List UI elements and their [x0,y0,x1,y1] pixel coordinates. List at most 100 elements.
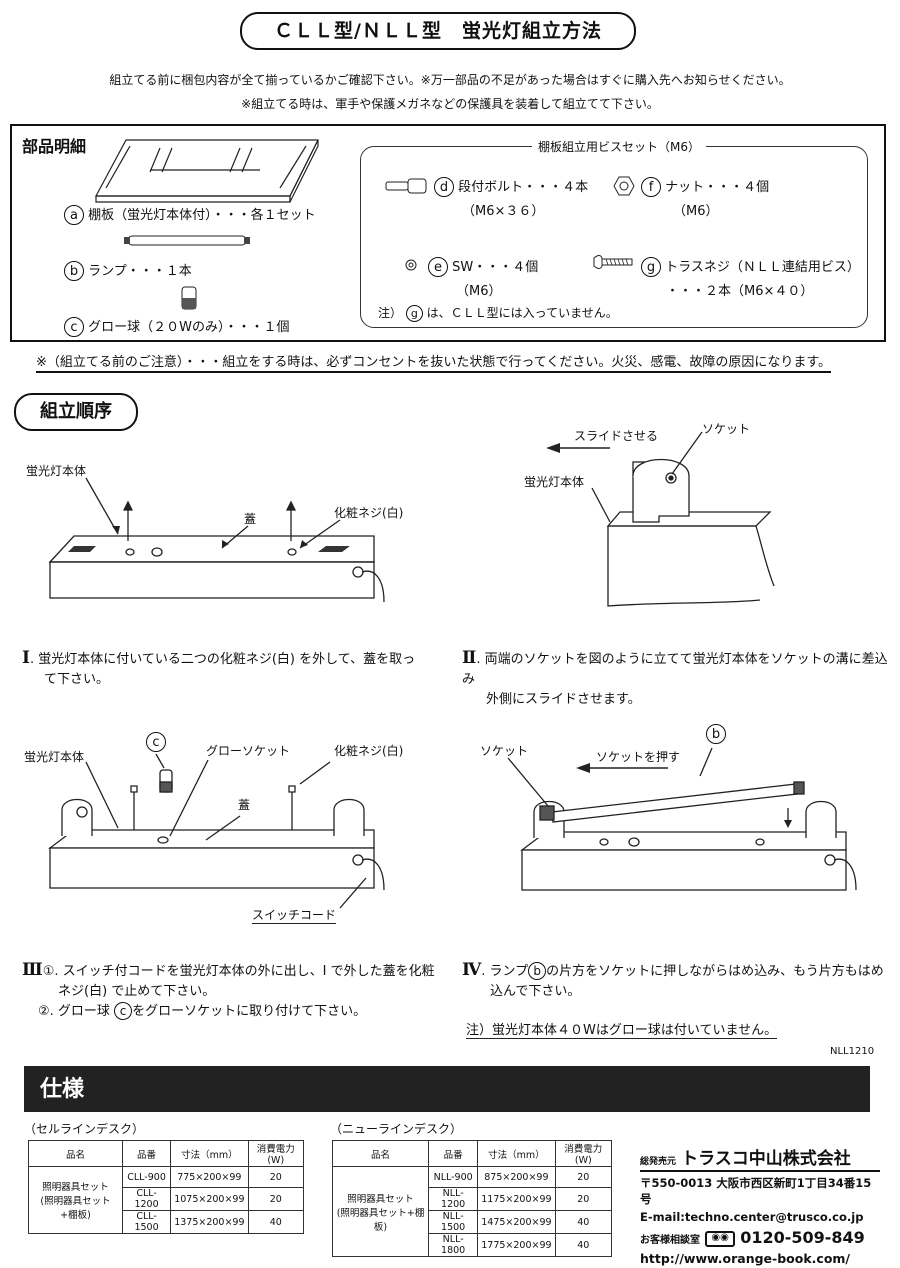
part-e-mark: e [428,257,448,277]
step-4-line-2: 込んで下さい。 [490,984,581,999]
note-prefix: 注） [378,306,403,320]
fig4-arrow [576,763,590,773]
fig4-socket-label: ソケット [480,744,529,758]
figure-2 [560,431,775,607]
intro-text-1: 組立てる前に梱包内容が全て揃っているかご確認下さい。※万一部品の不足があった場合… [109,73,791,87]
cell: CLL-1500 [121,1210,172,1234]
intro-text-2: ※組立てる時は、軍手や保護メガネなどの保護具を装着して組立てて下さい。 [241,97,659,111]
part-d-mark: d [434,177,454,197]
fig3-cover-label: 蓋 [238,798,251,812]
cll-name-line-2: (照明器具セット+棚板) [40,1196,111,1221]
step-3-line-3: ②. グロー球 [38,1004,110,1019]
cll-caption: （セルラインデスク） [24,1122,145,1136]
part-a-text: 棚板（蛍光灯本体付）・・・各１セット [88,208,316,223]
fig2-socket-label: ソケット [702,422,751,436]
fig3-c-mark: c [146,732,166,752]
cell: 20 [554,1187,613,1211]
fig4-arrow-2 [784,820,792,828]
step-2-line-2: 外側にスライドさせます。 [486,692,641,707]
col-power: 消費電力(W) [554,1140,613,1167]
website-url[interactable]: http://www.orange-book.com/ [640,1251,850,1266]
col-name: 品名 [331,1140,430,1167]
part-e: e SW・・・４個 [428,256,538,277]
fig2-slide-label: スライドさせる [574,429,659,443]
fig3-cord-label: スイッチコード [252,908,337,924]
cell: 1075×200×99 [170,1187,249,1211]
nll-spec-table: 品名 品番 寸法（mm） 消費電力(W) 照明器具セット(照明器具セット+棚板)… [331,1140,613,1257]
table-header-row: 品名 品番 寸法（mm） 消費電力(W) [331,1140,613,1167]
part-d-text: 段付ボルト・・・４本 [458,180,589,195]
parts-heading: 部品明細 [22,137,87,156]
fig3-glow-label: グローソケット [206,744,291,758]
col-size: 寸法（mm） [170,1140,249,1167]
washer-illustration [405,259,417,271]
note-text: は、ＣＬＬ型には入っていません。 [426,306,618,320]
spec-bar [24,1066,870,1112]
company-name: トラスコ中山株式会社 [681,1149,851,1169]
part-f-sub: （M6） [673,204,719,219]
cll-name-line-1: 照明器具セット [42,1182,109,1193]
figure-1 [48,477,385,603]
company-email[interactable]: E-mail:techno.center@trusco.co.jp [640,1210,864,1224]
part-g: g トラスネジ（ＮＬＬ連結用ビス） [641,256,860,277]
cell: 20 [247,1187,305,1211]
note-mark: g [405,305,423,322]
company-block: 総発売元 トラスコ中山株式会社 〒550-0013 大阪市西区新町1丁目34番1… [640,1144,880,1266]
step-4-number: Ⅳ [462,960,482,980]
cell: 40 [247,1210,305,1234]
step-2: Ⅱ. 両端のソケットを図のように立てて蛍光灯本体をソケットの溝に差込み 外側にス… [462,648,892,710]
cll-spec-table: 品名 品番 寸法（mm） 消費電力(W) 照明器具セット (照明器具セット+棚板)… [28,1140,305,1234]
cell: 875×200×99 [477,1166,556,1188]
fig2-arrow [546,443,560,453]
step-2-number: Ⅱ [462,648,477,668]
table-row: CLL-1500 1375×200×99 40 [29,1210,305,1234]
step-1-line-1: . 蛍光灯本体に付いている二つの化粧ネジ(白) を外して、蓋を取っ [29,652,416,667]
shelf-illustration [94,139,319,203]
phone-label: お客様相談室 [640,1235,700,1246]
cell: NLL-1500 [428,1210,479,1234]
part-c-mark: c [64,317,84,337]
step-3-line-2: ネジ(白) で止めて下さい。 [58,984,216,999]
col-power: 消費電力(W) [247,1140,305,1167]
step-3-number: Ⅲ [22,960,43,980]
nll-caption: （ニューラインデスク） [330,1122,463,1136]
part-d-sub: （M6×３６） [462,204,545,219]
step-1: Ⅰ. 蛍光灯本体に付いている二つの化粧ネジ(白) を外して、蓋を取っ て下さい。 [22,648,442,690]
step-4-line-1b: の片方をソケットに押しながらはめ込み、もう片方もはめ [546,964,884,979]
col-code: 品番 [428,1140,479,1167]
fig3-screw-label: 化粧ネジ(白) [334,744,404,758]
steps-note: 注）蛍光灯本体４０Wはグロー球は付いていません。 [466,1019,778,1039]
figure-4 [507,747,857,891]
fig1-arrow-3 [300,540,308,548]
part-c: c グロー球（２０Wのみ）・・・１個 [64,316,290,337]
part-b-text: ランプ・・・１本 [88,264,192,279]
table-header-row: 品名 品番 寸法（mm） 消費電力(W) [28,1140,305,1167]
table-row: NLL-1800 1775×200×99 40 [333,1233,613,1257]
col-size: 寸法（mm） [477,1140,556,1167]
fig4-b-mark: b [706,724,726,744]
table-row: NLL-1500 1475×200×99 40 [333,1210,613,1234]
part-g-text: トラスネジ（ＮＬＬ連結用ビス） [665,260,860,275]
fig1-screw-label: 化粧ネジ(白) [334,506,404,520]
cell: 1775×200×99 [477,1233,556,1257]
cll-product-name: 照明器具セット (照明器具セット+棚板) [28,1166,123,1234]
cell: CLL-1200 [121,1187,172,1211]
step-4-line-1a: . ランプ [481,964,529,979]
cell: 1475×200×99 [477,1210,556,1234]
part-e-text: SW・・・４個 [452,260,539,275]
part-b-mark: b [64,261,84,281]
cell: 1175×200×99 [477,1187,556,1211]
page-title: ＣＬＬ型/ＮＬＬ型 蛍光灯組立方法 [240,12,636,50]
phone-number[interactable]: 0120-509-849 [740,1228,865,1247]
part-a: a 棚板（蛍光灯本体付）・・・各１セット [64,204,316,225]
part-f-mark: f [641,177,661,197]
step-1-number: Ⅰ [22,648,30,668]
cell: NLL-1800 [428,1233,479,1257]
company-address: 〒550-0013 大阪市西区新町1丁目34番15号 [640,1176,872,1206]
glow-bulb-illustration [181,286,197,310]
nut-illustration [613,176,635,196]
cell: 1375×200×99 [170,1210,249,1234]
cell: 20 [247,1166,305,1188]
screwset-box [360,146,868,328]
cell: NLL-900 [428,1166,479,1188]
